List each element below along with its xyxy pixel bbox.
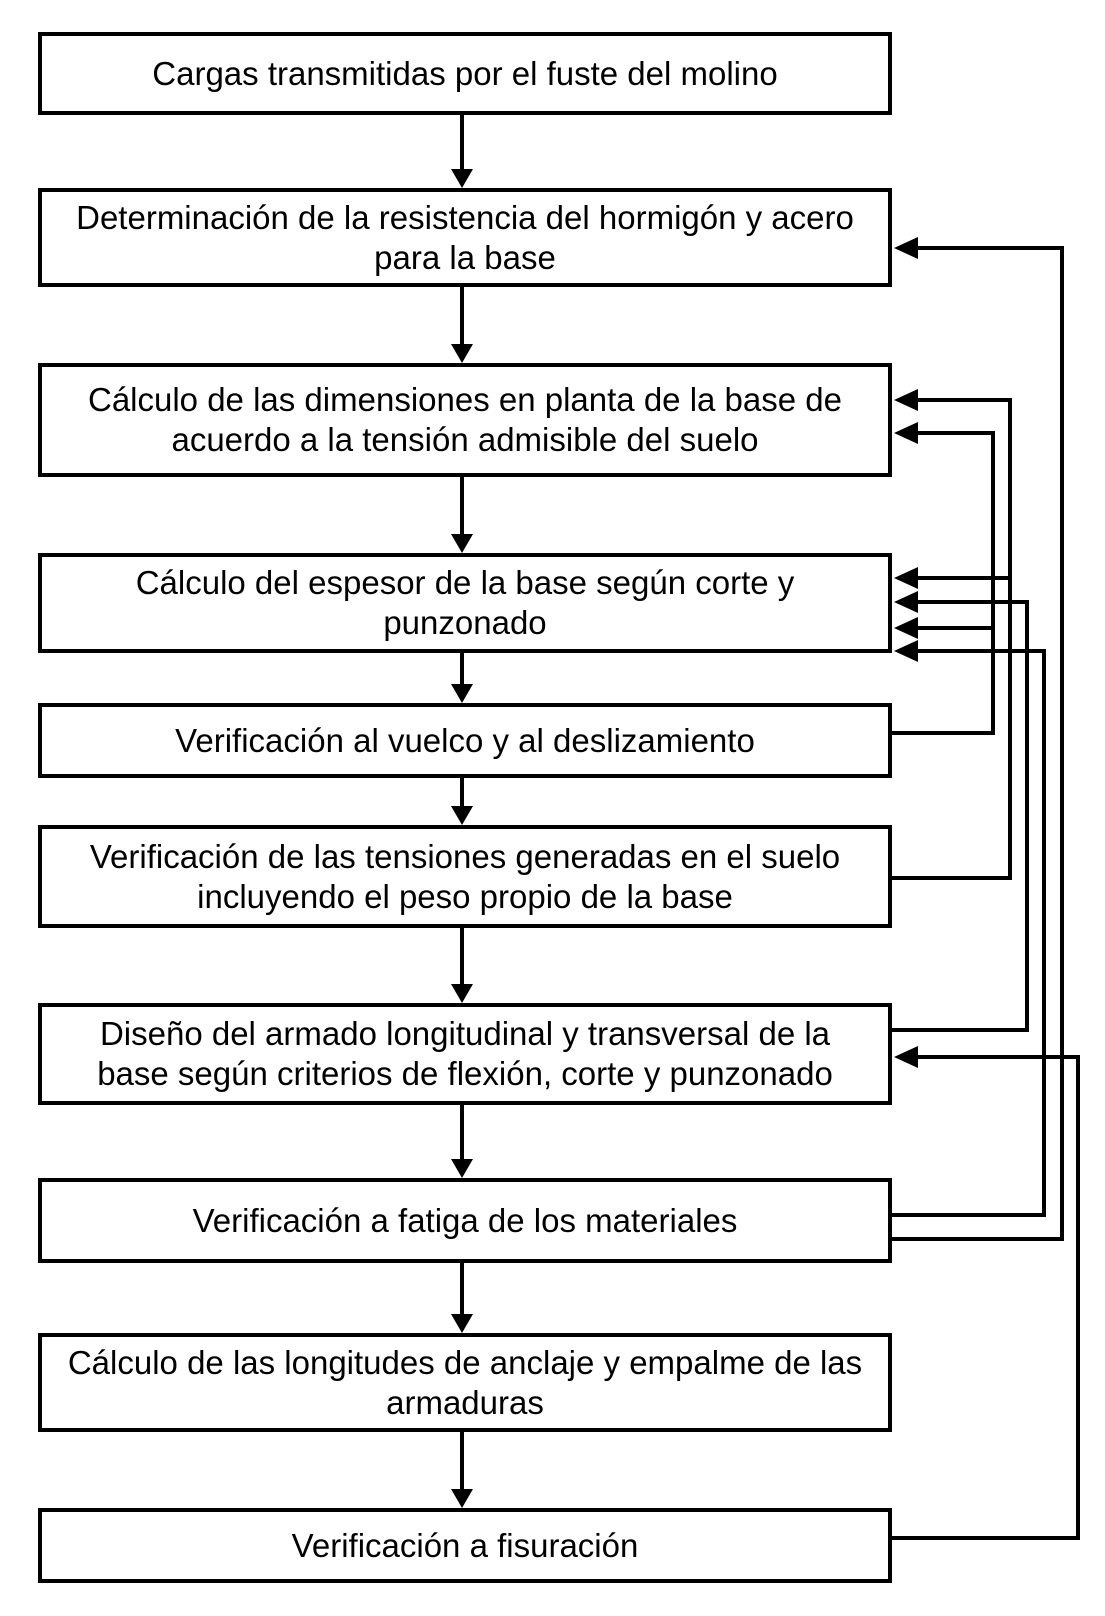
flow-box-tensiones-suelo: Verificación de las tensiones generadas … bbox=[38, 825, 892, 928]
flow-box-espesor-base: Cálculo del espesor de la base según cor… bbox=[38, 553, 892, 653]
feedback-box10-to-box7 bbox=[890, 1046, 1080, 1540]
flow-box-fatiga-materiales: Verificación a fatiga de los materiales bbox=[38, 1178, 892, 1263]
arrow-box1-to-box2 bbox=[451, 115, 473, 188]
feedback-shaft bbox=[890, 1055, 1080, 1540]
feedback-box8-to-box2 bbox=[890, 237, 1064, 1241]
arrow-box5-to-box6 bbox=[451, 778, 473, 825]
arrow-box6-to-box7 bbox=[451, 928, 473, 1003]
arrowhead-left bbox=[894, 1046, 918, 1068]
flow-box-dimensiones-planta: Cálculo de las dimensiones en planta de … bbox=[38, 363, 892, 477]
feedback-box7-to-box4 bbox=[890, 591, 1029, 1032]
feedback-box5-to-box3-and-box4 bbox=[890, 422, 995, 735]
arrow-box9-to-box10 bbox=[451, 1432, 473, 1508]
arrowhead-down bbox=[451, 534, 473, 553]
arrowhead-left bbox=[894, 237, 918, 259]
arrowhead-left bbox=[894, 591, 918, 613]
feedback-shaft bbox=[890, 431, 995, 735]
arrow-box2-to-box3 bbox=[451, 287, 473, 363]
arrowhead-down bbox=[451, 1314, 473, 1333]
feedback-box6-to-box3-and-box4 bbox=[890, 389, 1012, 880]
arrowhead-down bbox=[451, 984, 473, 1003]
feedback-shaft bbox=[890, 246, 1064, 1241]
flow-box-resistencia-materiales: Determinación de la resistencia del horm… bbox=[38, 188, 892, 287]
flow-box-fisuracion: Verificación a fisuración bbox=[38, 1508, 892, 1583]
arrowhead-left bbox=[894, 640, 918, 662]
arrow-box3-to-box4 bbox=[451, 477, 473, 553]
arrowhead-left bbox=[894, 617, 918, 639]
arrowhead-left bbox=[894, 389, 918, 411]
arrowhead-left bbox=[894, 422, 918, 444]
feedback-shaft bbox=[890, 649, 1046, 1217]
arrowhead-down bbox=[451, 1159, 473, 1178]
arrow-box7-to-box8 bbox=[451, 1105, 473, 1178]
arrowhead-down bbox=[451, 806, 473, 825]
feedback-box8-to-box4 bbox=[890, 640, 1046, 1217]
arrowhead-left bbox=[894, 567, 918, 589]
feedback-shaft bbox=[890, 600, 1029, 1032]
flow-box-vuelco-deslizamiento: Verificación al vuelco y al deslizamient… bbox=[38, 703, 892, 778]
arrow-box8-to-box9 bbox=[451, 1263, 473, 1333]
arrowhead-down bbox=[451, 1489, 473, 1508]
flow-box-longitudes-anclaje: Cálculo de las longitudes de anclaje y e… bbox=[38, 1333, 892, 1432]
flow-box-diseno-armado: Diseño del armado longitudinal y transve… bbox=[38, 1003, 892, 1105]
arrowhead-down bbox=[451, 344, 473, 363]
arrowhead-down bbox=[451, 169, 473, 188]
arrow-box4-to-box5 bbox=[451, 653, 473, 703]
arrowhead-down bbox=[451, 684, 473, 703]
flow-box-cargas-fuste: Cargas transmitidas por el fuste del mol… bbox=[38, 32, 892, 115]
feedback-shaft bbox=[890, 398, 1012, 880]
